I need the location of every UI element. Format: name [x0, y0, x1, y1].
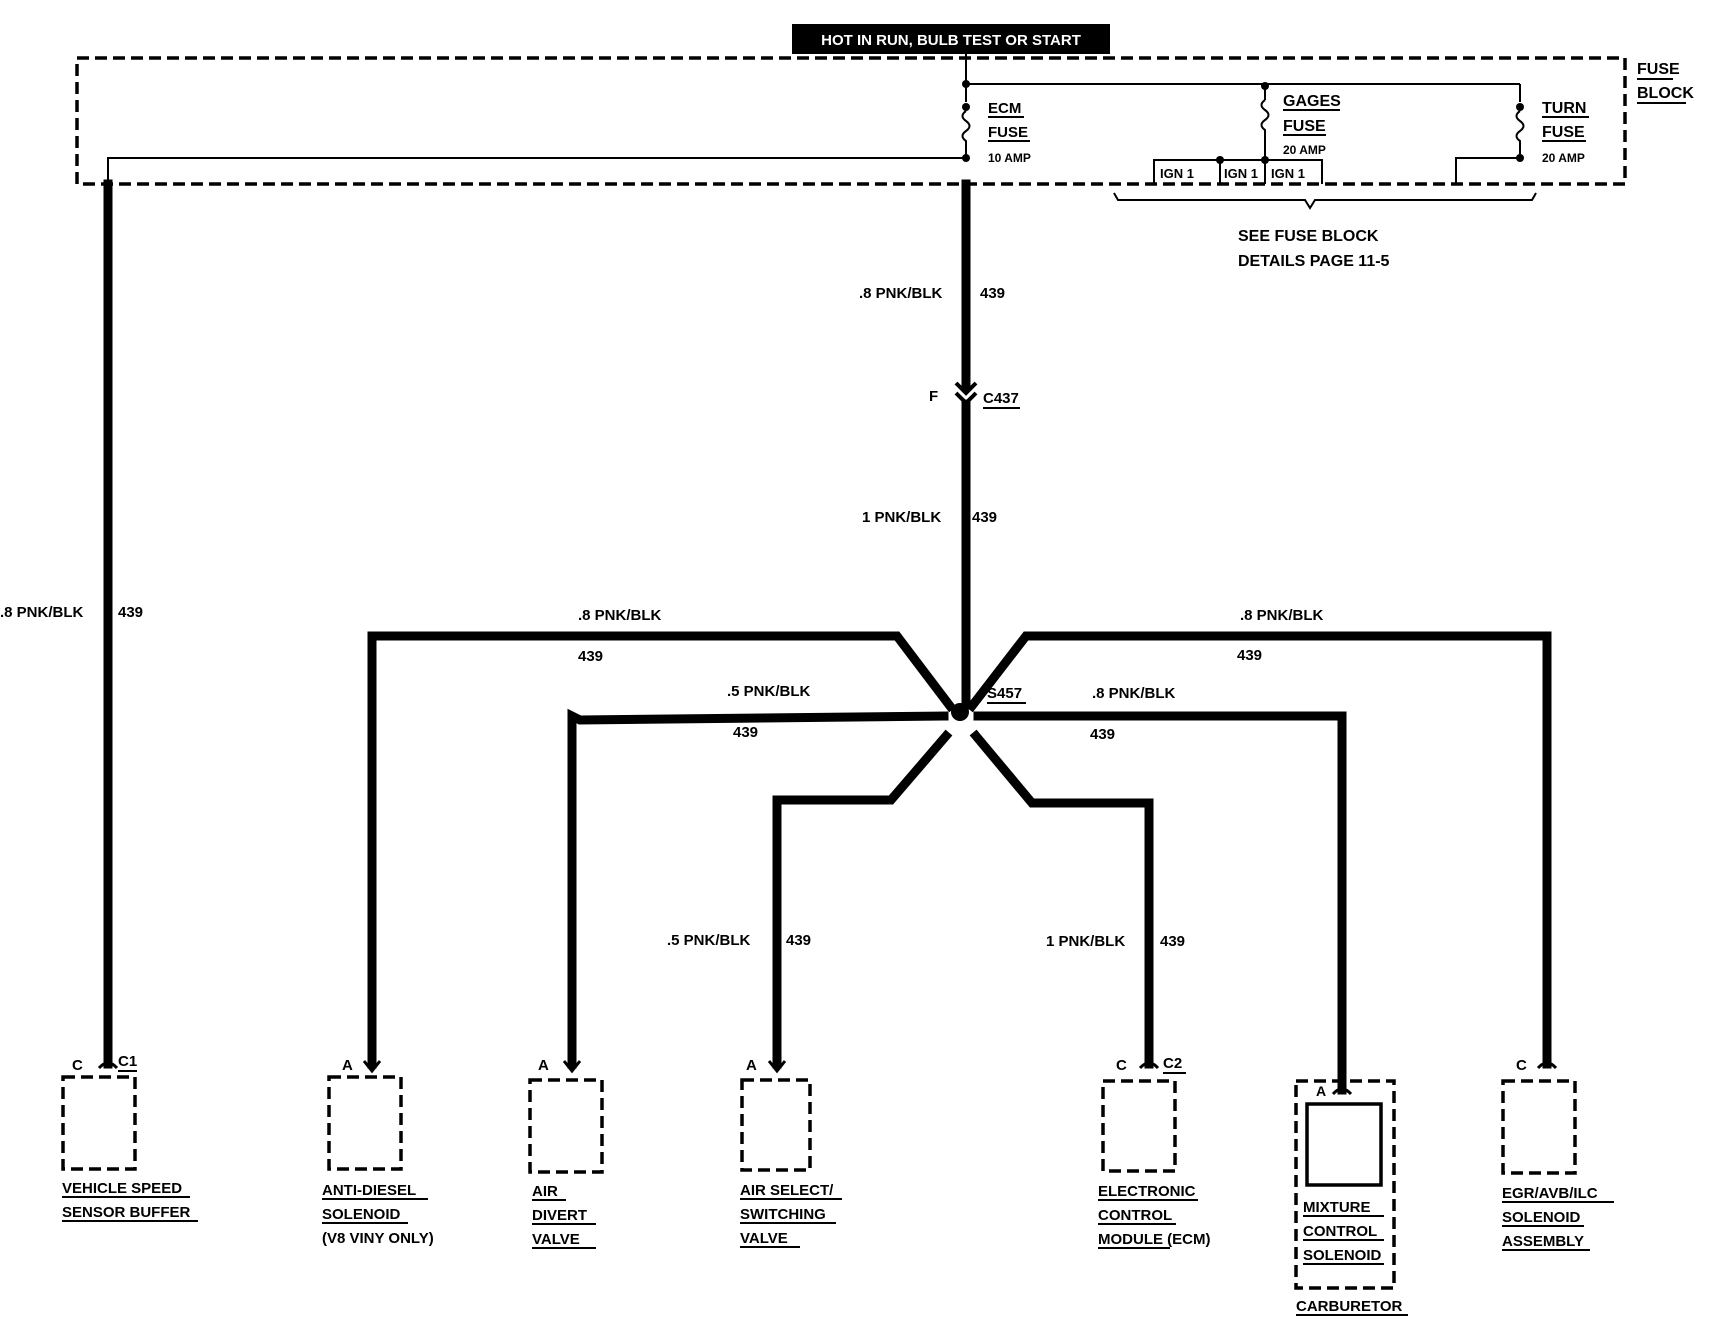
vss-label-1: VEHICLE SPEED — [62, 1180, 182, 1197]
component-air-divert-valve: A AIR DIVERT VALVE — [528, 1057, 604, 1249]
ecm-circuit: 439 — [1160, 933, 1185, 950]
turn-fuse-label-2: FUSE — [1542, 124, 1585, 141]
fuse-details-label-1: SEE FUSE BLOCK — [1238, 228, 1379, 245]
egr-circuit: 439 — [1237, 647, 1262, 664]
power-source-banner: HOT IN RUN, BULB TEST OR START — [792, 24, 1110, 84]
mixture-label-1: MIXTURE — [1303, 1199, 1371, 1216]
antidiesel-circuit: 439 — [578, 648, 603, 665]
carburetor-label: CARBURETOR — [1296, 1298, 1403, 1315]
wire-vss: .8 PNK/BLK 439 — [0, 179, 143, 1069]
mixture-circuit: 439 — [1090, 726, 1115, 743]
turn-fuse: TURN FUSE 20 AMP — [1515, 84, 1589, 165]
vss-pin: C — [72, 1057, 83, 1074]
antidiesel-label-3: (V8 VINY ONLY) — [322, 1230, 434, 1247]
airselect-label-3: VALVE — [740, 1230, 788, 1247]
component-egr-solenoid: C EGR/AVB/ILC SOLENOID ASSEMBLY — [1501, 1057, 1614, 1251]
ign-terminals: IGN 1 IGN 1 IGN 1 — [1153, 156, 1323, 184]
egr-label-2: SOLENOID — [1502, 1209, 1581, 1226]
power-source-label: HOT IN RUN, BULB TEST OR START — [821, 32, 1081, 49]
turn-fuse-label-1: TURN — [1542, 100, 1586, 117]
main-lower-circuit: 439 — [972, 509, 997, 526]
antidiesel-label-2: SOLENOID — [322, 1206, 401, 1223]
turn-fuse-rating: 20 AMP — [1542, 151, 1585, 165]
ecm-label-1: ELECTRONIC — [1098, 1183, 1196, 1200]
component-air-select-valve: A AIR SELECT/ SWITCHING VALVE — [740, 1057, 842, 1248]
fuse-block-label-2: BLOCK — [1637, 85, 1694, 102]
airselect-label-1: AIR SELECT/ — [740, 1182, 834, 1199]
mixture-gauge: .8 PNK/BLK — [1092, 685, 1176, 702]
wire-antidiesel: .8 PNK/BLK 439 — [367, 607, 957, 1069]
c437-name: C437 — [983, 390, 1019, 407]
ecm-fuse-label-1: ECM — [988, 100, 1021, 117]
main-upper-circuit: 439 — [980, 285, 1005, 302]
mixture-label-3: SOLENOID — [1303, 1247, 1382, 1264]
main-lower-gauge: 1 PNK/BLK — [862, 509, 941, 526]
ecm-fuse-label-2: FUSE — [988, 124, 1028, 141]
airdivert-label-3: VALVE — [532, 1231, 580, 1248]
wire-mixture: .8 PNK/BLK 439 — [973, 685, 1347, 1095]
fuse-details-brace — [1113, 192, 1537, 210]
wire-egr: .8 PNK/BLK 439 — [965, 607, 1552, 1069]
airdivert-pin: A — [538, 1057, 549, 1074]
egr-pin: C — [1516, 1057, 1527, 1074]
wire-ecm: 1 PNK/BLK 439 — [969, 729, 1185, 1069]
egr-gauge: .8 PNK/BLK — [1240, 607, 1324, 624]
ecm-pin: C — [1116, 1057, 1127, 1074]
carburetor-outline — [1294, 1079, 1396, 1290]
fuse-block-label-1: FUSE — [1637, 61, 1680, 78]
gages-fuse: GAGES FUSE 20 AMP — [1260, 82, 1341, 160]
vss-label-2: SENSOR BUFFER — [62, 1204, 191, 1221]
ecm-gauge: 1 PNK/BLK — [1046, 933, 1125, 950]
splice-s457 — [951, 703, 969, 721]
left-wire-circuit: 439 — [118, 604, 143, 621]
mixture-pin: A — [1316, 1083, 1326, 1099]
gages-fuse-rating: 20 AMP — [1283, 143, 1326, 157]
airdivert-label-1: AIR — [532, 1183, 558, 1200]
ecm-label-2: CONTROL — [1098, 1207, 1172, 1224]
ign-label-3: IGN 1 — [1271, 166, 1305, 181]
airdivert-label-2: DIVERT — [532, 1207, 587, 1224]
gages-fuse-label-2: FUSE — [1283, 118, 1326, 135]
egr-label-1: EGR/AVB/ILC — [1502, 1185, 1598, 1202]
ecm-label-3: MODULE (ECM) — [1098, 1231, 1211, 1248]
component-mixture-solenoid: A MIXTURE CONTROL SOLENOID CARBURETOR — [1294, 1079, 1408, 1316]
antidiesel-pin: A — [342, 1057, 353, 1074]
left-wire-gauge: .8 PNK/BLK — [0, 604, 84, 621]
wire-airdivert: .5 PNK/BLK 439 — [567, 683, 949, 1069]
airselect-gauge: .5 PNK/BLK — [667, 932, 751, 949]
antidiesel-gauge: .8 PNK/BLK — [578, 607, 662, 624]
vss-connector: C1 — [118, 1053, 137, 1070]
antidiesel-label-1: ANTI-DIESEL — [322, 1182, 416, 1199]
ign-label-2: IGN 1 — [1224, 166, 1258, 181]
ecm-fuse: ECM FUSE 10 AMP — [961, 84, 1031, 165]
mixture-label-2: CONTROL — [1303, 1223, 1377, 1240]
gages-fuse-label-1: GAGES — [1283, 93, 1341, 110]
component-vss-buffer: C C1 VEHICLE SPEED SENSOR BUFFER — [61, 1053, 198, 1222]
fuse-block: FUSE BLOCK ECM FUSE 10 AMP GAGES FUSE — [75, 56, 1694, 270]
ecm-fuse-rating: 10 AMP — [988, 151, 1031, 165]
ecm-connector: C2 — [1163, 1055, 1182, 1072]
ign-label-1: IGN 1 — [1160, 166, 1194, 181]
airselect-pin: A — [746, 1057, 757, 1074]
main-feed-wire: .8 PNK/BLK 439 F C437 1 PNK/BLK 439 — [859, 179, 1020, 710]
fuse-block-outline — [75, 56, 1627, 186]
airdivert-circuit: 439 — [733, 724, 758, 741]
egr-label-3: ASSEMBLY — [1502, 1233, 1584, 1250]
wire-airselect: .5 PNK/BLK 439 — [667, 729, 953, 1069]
main-upper-gauge: .8 PNK/BLK — [859, 285, 943, 302]
component-antidiesel-solenoid: A ANTI-DIESEL SOLENOID (V8 VINY ONLY) — [322, 1057, 434, 1247]
splice-label: S457 — [987, 685, 1022, 702]
component-ecm: C C2 ELECTRONIC CONTROL MODULE (ECM) — [1098, 1055, 1211, 1249]
airdivert-gauge: .5 PNK/BLK — [727, 683, 811, 700]
airselect-label-2: SWITCHING — [740, 1206, 826, 1223]
airselect-circuit: 439 — [786, 932, 811, 949]
fuse-details-label-2: DETAILS PAGE 11-5 — [1238, 253, 1390, 270]
c437-pin: F — [929, 388, 938, 405]
